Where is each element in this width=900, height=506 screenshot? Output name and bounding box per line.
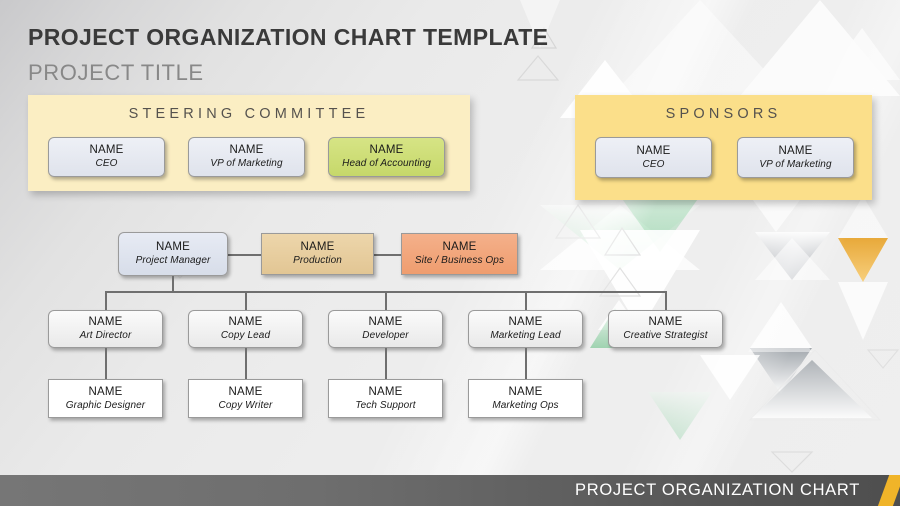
org-box-art-director[interactable]: NAME Art Director — [48, 310, 163, 348]
org-box-name: NAME — [368, 316, 403, 329]
org-box-name: NAME — [228, 385, 263, 398]
connector-bus-to-developer — [385, 291, 387, 310]
page-subtitle: PROJECT TITLE — [28, 60, 204, 85]
connector-copy-lead-to-copy-writer — [245, 348, 247, 379]
org-box-role: Production — [293, 255, 342, 267]
org-box-site-business-ops[interactable]: NAME Site / Business Ops — [401, 233, 518, 275]
org-box-name: NAME — [508, 385, 543, 398]
org-box-marketing-lead[interactable]: NAME Marketing Lead — [468, 310, 583, 348]
footer-label: PROJECT ORGANIZATION CHART — [575, 481, 860, 499]
org-box-developer[interactable]: NAME Developer — [328, 310, 443, 348]
org-box-name: NAME — [88, 316, 123, 329]
org-box-production[interactable]: NAME Production — [261, 233, 374, 275]
connector-bus-to-copy-lead — [245, 291, 247, 310]
member-box-sponsors-0[interactable]: NAME CEO — [595, 137, 712, 178]
member-name: NAME — [89, 144, 124, 157]
org-box-creative-strategist[interactable]: NAME Creative Strategist — [608, 310, 723, 348]
member-name: NAME — [778, 144, 813, 157]
member-role: CEO — [642, 158, 665, 170]
org-box-name: NAME — [368, 385, 403, 398]
org-box-name: NAME — [88, 385, 123, 398]
member-box-steering-2[interactable]: NAME Head of Accounting — [328, 137, 445, 177]
member-name: NAME — [369, 144, 404, 157]
connector-bus-to-creative-strategist — [665, 291, 667, 310]
org-box-role: Art Director — [79, 330, 132, 342]
member-role: CEO — [95, 158, 118, 170]
org-box-role: Site / Business Ops — [414, 255, 505, 267]
org-box-name: NAME — [155, 241, 191, 254]
footer-bar: PROJECT ORGANIZATION CHART — [0, 475, 900, 506]
connector-developer-to-tech-support — [385, 348, 387, 379]
sponsors-title: SPONSORS — [665, 106, 782, 122]
org-box-role: Marketing Lead — [490, 330, 561, 342]
org-box-name: NAME — [442, 241, 477, 254]
connector-bus-to-art-director — [105, 291, 107, 310]
org-box-role: Creative Strategist — [623, 330, 708, 342]
org-box-project-manager[interactable]: NAME Project Manager — [118, 232, 228, 276]
connector-marketing-lead-to-marketing-ops — [525, 348, 527, 379]
org-box-role: Marketing Ops — [492, 399, 559, 411]
footer-accent-slash — [874, 475, 900, 506]
org-box-role: Project Manager — [135, 255, 211, 267]
member-role: Head of Accounting — [342, 158, 431, 170]
connector-pm-stem — [172, 276, 174, 293]
org-box-role: Developer — [362, 330, 409, 342]
member-box-steering-1[interactable]: NAME VP of Marketing — [188, 137, 305, 177]
org-box-name: NAME — [228, 316, 263, 329]
org-box-name: NAME — [508, 316, 543, 329]
connector-pm-to-production — [228, 254, 261, 256]
org-box-tech-support[interactable]: NAME Tech Support — [328, 379, 443, 418]
connector-art-director-to-graphic-designer — [105, 348, 107, 379]
member-name: NAME — [229, 144, 264, 157]
org-box-copy-writer[interactable]: NAME Copy Writer — [188, 379, 303, 418]
org-box-name: NAME — [300, 241, 335, 254]
org-box-marketing-ops[interactable]: NAME Marketing Ops — [468, 379, 583, 418]
org-box-graphic-designer[interactable]: NAME Graphic Designer — [48, 379, 163, 418]
org-box-role: Copy Writer — [218, 399, 273, 411]
member-role: VP of Marketing — [210, 158, 283, 170]
member-box-steering-0[interactable]: NAME CEO — [48, 137, 165, 177]
org-box-role: Copy Lead — [220, 330, 271, 342]
member-role: VP of Marketing — [759, 158, 832, 170]
member-box-sponsors-1[interactable]: NAME VP of Marketing — [737, 137, 854, 178]
connector-bus-to-marketing-lead — [525, 291, 527, 310]
org-box-role: Tech Support — [355, 399, 416, 411]
org-box-role: Graphic Designer — [65, 399, 146, 411]
connector-production-to-siteops — [374, 254, 401, 256]
org-box-copy-lead[interactable]: NAME Copy Lead — [188, 310, 303, 348]
org-box-name: NAME — [648, 316, 683, 329]
steering-committee-title: STEERING COMMITTEE — [128, 106, 370, 122]
page-title: PROJECT ORGANIZATION CHART TEMPLATE — [28, 24, 549, 50]
member-name: NAME — [636, 144, 671, 157]
